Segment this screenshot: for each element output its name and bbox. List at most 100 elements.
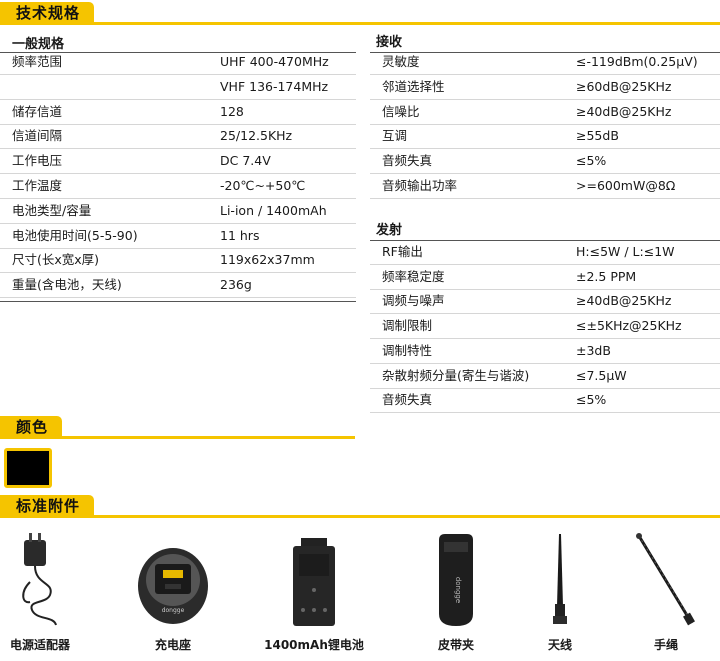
general-bottom-rule — [0, 301, 356, 302]
color-section-header: 颜色 — [0, 416, 355, 440]
spec-value: 119x62x37mm — [220, 252, 315, 268]
spec-label: 信道间隔 — [12, 128, 63, 144]
spec-label: 调制特性 — [382, 342, 433, 358]
spec-value: Li-ion / 1400mAh — [220, 202, 327, 218]
spec-value: ≤7.5μW — [576, 367, 627, 383]
accessories-header-rule — [0, 515, 720, 518]
spec-label: 尺寸(长x宽x厚) — [12, 252, 100, 268]
spec-row: 音频输出功率 >=600mW@8Ω — [370, 174, 720, 199]
general-title-rule — [0, 52, 356, 53]
spec-value: UHF 400-470MHz — [220, 54, 329, 69]
accessory-antenna: 天线 — [528, 530, 592, 660]
spec-value: ≤5% — [576, 392, 607, 408]
accessories-section-title: 标准附件 — [0, 495, 95, 518]
spec-label: 邻道选择性 — [382, 78, 445, 94]
spec-row: 频率稳定度 ±2.5 PPM — [370, 265, 720, 290]
spec-row: 电池类型/容量 Li-ion / 1400mAh — [0, 199, 356, 224]
spec-label: 音频输出功率 — [382, 178, 458, 193]
spec-value: ±2.5 PPM — [576, 268, 637, 284]
color-header-rule — [0, 436, 355, 439]
accessory-belt-clip: dongge 皮带夹 — [418, 530, 494, 660]
accessory-charger: dongge 充电座 — [130, 530, 216, 660]
spec-label: 工作电压 — [12, 153, 63, 169]
spec-label: 电池类型/容量 — [12, 202, 92, 218]
spec-row: 互调 ≥55dB — [370, 124, 720, 150]
accessory-power-adapter: 电源适配器 — [0, 530, 80, 660]
spec-value: >=600mW@8Ω — [576, 178, 676, 193]
spec-label: 电池使用时间(5-5-90) — [12, 227, 138, 243]
spec-value: ≤-119dBm(0.25μV) — [576, 54, 698, 69]
spec-label: 互调 — [382, 128, 408, 144]
spec-value: ±3dB — [576, 342, 611, 358]
spec-row: 调制特性 ±3dB — [370, 339, 720, 364]
spec-value: ≤±5KHz@25KHz — [576, 318, 682, 334]
spec-row: 灵敏度 ≤-119dBm(0.25μV) — [370, 50, 720, 75]
spec-row: 重量(含电池，天线) 236g — [0, 273, 356, 299]
spec-row: 储存信道 128 — [0, 100, 356, 125]
spec-value: 236g — [220, 277, 252, 293]
spec-label: 重量(含电池，天线) — [12, 277, 122, 293]
specs-section-header: 技术规格 — [0, 2, 720, 26]
spec-value: ≥55dB — [576, 128, 619, 144]
spec-value: 25/12.5KHz — [220, 128, 293, 144]
power-adapter-icon — [22, 533, 57, 626]
spec-label: 调制限制 — [382, 318, 433, 334]
spec-row: 邻道选择性 ≥60dB@25KHz — [370, 75, 720, 100]
spec-row: 信噪比 ≥40dB@25KHz — [370, 100, 720, 125]
spec-row: 杂散射频分量(寄生与谐波) ≤7.5μW — [370, 364, 720, 389]
spec-label: 频率稳定度 — [382, 268, 445, 284]
charger-icon: dongge — [138, 548, 208, 624]
spec-label: 杂散射频分量(寄生与谐波) — [382, 367, 530, 383]
spec-row: 音频失真 ≤5% — [370, 149, 720, 175]
spec-label: 频率范围 — [12, 54, 63, 69]
spec-value: ≥40dB@25KHz — [576, 103, 672, 119]
accessories-section-header: 标准附件 — [0, 495, 720, 519]
spec-label: 信噪比 — [382, 103, 420, 119]
accessory-label: 天线 — [547, 638, 572, 652]
belt-clip-icon: dongge — [439, 534, 473, 626]
spec-label: 音频失真 — [382, 153, 433, 169]
spec-value: 128 — [220, 103, 244, 119]
color-swatch-black — [4, 448, 52, 488]
accessory-label: 皮带夹 — [437, 638, 474, 652]
accessory-label: 电源适配器 — [9, 638, 70, 652]
spec-row: 信道间隔 25/12.5KHz — [0, 124, 356, 150]
spec-label: 灵敏度 — [382, 54, 420, 69]
spec-value: ≥60dB@25KHz — [576, 78, 672, 94]
spec-label: 调频与噪声 — [382, 293, 445, 309]
spec-value: 11 hrs — [220, 227, 260, 243]
spec-row: 调制限制 ≤±5KHz@25KHz — [370, 314, 720, 340]
specs-section-title: 技术规格 — [0, 2, 95, 25]
spec-label: 音频失真 — [382, 392, 433, 408]
antenna-icon — [553, 534, 567, 624]
spec-row: VHF 136-174MHz — [0, 75, 356, 100]
spec-row: 工作温度-20℃~+50℃ — [0, 174, 356, 199]
spec-value: DC 7.4V — [220, 153, 271, 169]
charger-brand-text: dongge — [162, 607, 185, 614]
spec-row: 频率范围 UHF 400-470MHz — [0, 50, 356, 75]
battery-icon — [293, 538, 335, 626]
accessory-label: 1400mAh锂电池 — [264, 638, 364, 652]
spec-label: RF输出 — [382, 244, 423, 259]
spec-value: ≥40dB@25KHz — [576, 293, 672, 309]
receive-specs-title: 接收 — [376, 35, 403, 50]
general-specs-title: 一般规格 — [12, 37, 65, 52]
spec-value: VHF 136-174MHz — [220, 78, 329, 94]
spec-value: ≤5% — [576, 153, 607, 169]
spec-label: 工作温度 — [12, 178, 63, 193]
spec-row: 电池使用时间(5-5-90) 11 hrs — [0, 224, 356, 249]
spec-row: 音频失真 ≤5% — [370, 388, 720, 414]
spec-row: 调频与噪声 ≥40dB@25KHz — [370, 289, 720, 315]
receive-title-rule — [370, 52, 720, 53]
spec-row: 尺寸(长x宽x厚) 119x62x37mm — [0, 248, 356, 274]
accessory-battery: 1400mAh锂电池 — [262, 530, 366, 660]
accessory-label: 手绳 — [653, 638, 678, 652]
spec-row: 工作电压 DC 7.4V — [0, 149, 356, 175]
accessory-wrist-strap: 手绳 — [628, 530, 704, 660]
specs-header-rule — [0, 22, 720, 25]
transmit-specs-title: 发射 — [376, 223, 403, 238]
accessory-label: 充电座 — [154, 638, 191, 652]
transmit-title-rule — [370, 240, 720, 241]
spec-label: 储存信道 — [12, 103, 63, 119]
